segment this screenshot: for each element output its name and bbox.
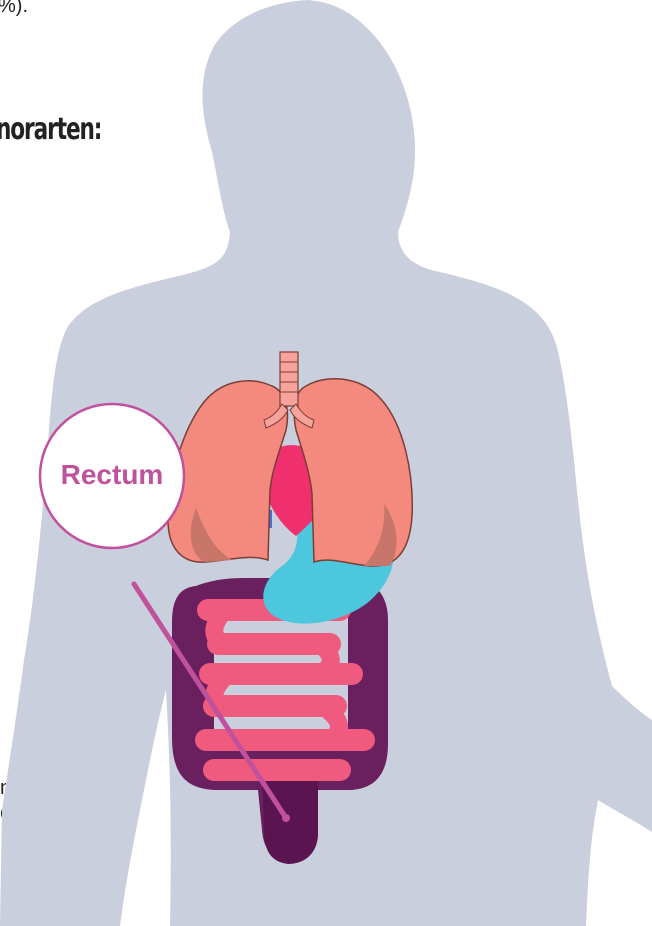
rectum [262, 770, 318, 864]
callout-label: Rectum [61, 459, 164, 490]
